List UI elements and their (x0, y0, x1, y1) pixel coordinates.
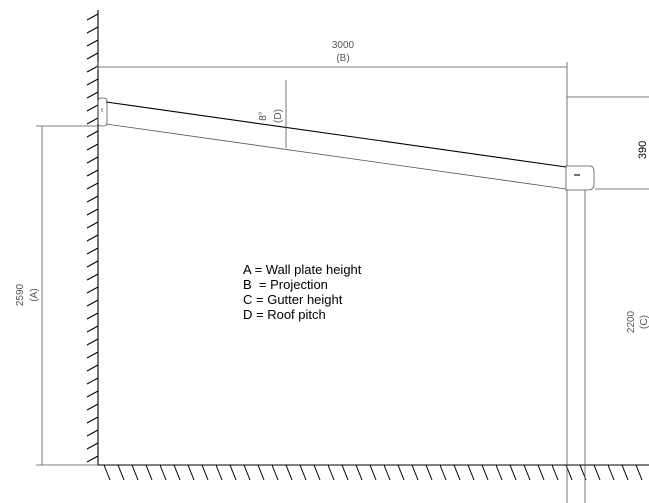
wall-hatch-mark (86, 39, 99, 47)
wall-hatch-mark (86, 390, 99, 398)
roof-top-edge (105, 101, 567, 168)
wall-hatch-mark (86, 221, 99, 229)
wall-hatch-mark (86, 169, 99, 177)
wall-hatch-mark (86, 377, 99, 385)
legend: A = Wall plate height B = Projection C =… (243, 262, 361, 322)
ground-hatch-mark (201, 464, 209, 481)
ground-hatching (103, 464, 643, 481)
ground-hatch-mark (131, 464, 139, 481)
legend-item-c: C = Gutter height (243, 292, 343, 307)
pitch-value: 8° (258, 111, 269, 121)
ground-hatch-mark (299, 464, 307, 481)
wall-hatch-mark (86, 364, 99, 372)
wall-plate (97, 97, 108, 127)
projection-letter: (B) (336, 53, 349, 64)
wall-hatch-mark (86, 403, 99, 411)
ground-hatch-mark (607, 464, 615, 481)
wall-hatch-mark (86, 78, 99, 86)
ground-hatch-mark (467, 464, 475, 481)
ground-hatch-mark (621, 464, 629, 481)
ground-hatch-mark (509, 464, 517, 481)
wall-hatch-mark (86, 442, 99, 450)
ground-hatch-mark (117, 464, 125, 481)
wall-height-value: 2590 (15, 283, 26, 306)
ground-hatch-mark (425, 464, 433, 481)
ground-hatch-mark (439, 464, 447, 481)
wall-hatch-mark (86, 91, 99, 99)
legend-item-b: B = Projection (243, 277, 328, 292)
wall-hatch-mark (86, 208, 99, 216)
ground-hatch-mark (523, 464, 531, 481)
ground-hatch-mark (103, 464, 111, 481)
ground-hatch-mark (453, 464, 461, 481)
ground-hatch-mark (145, 464, 153, 481)
wall-height-letter: (A) (29, 288, 40, 301)
ground-hatch-mark (537, 464, 545, 481)
ground-hatch-mark (411, 464, 419, 481)
wall-hatch-mark (86, 338, 99, 346)
ground-hatch-mark (327, 464, 335, 481)
pitch-letter: (D) (273, 109, 284, 123)
ground-hatch-mark (383, 464, 391, 481)
ground-hatch-mark (215, 464, 223, 481)
ground-hatch-mark (229, 464, 237, 481)
ground-hatch-mark (635, 464, 643, 481)
wall-hatch-mark (86, 325, 99, 333)
gutter (565, 165, 595, 191)
wall-hatch-mark (86, 286, 99, 294)
wall-hatch-mark (86, 130, 99, 138)
ground-hatch-mark (173, 464, 181, 481)
projection-value: 3000 (332, 40, 355, 51)
wall-hatch-mark (86, 312, 99, 320)
wall-hatch-mark (86, 260, 99, 268)
ground-hatch-mark (481, 464, 489, 481)
ground-hatch-mark (593, 464, 601, 481)
wall-hatch-mark (86, 416, 99, 424)
wall-hatch-mark (86, 65, 99, 73)
wall-hatch-mark (86, 455, 99, 463)
ground-hatch-mark (243, 464, 251, 481)
wall-hatch-mark (86, 429, 99, 437)
wall-hatch-mark (86, 234, 99, 242)
ground-hatch-mark (355, 464, 363, 481)
wall-hatching (86, 13, 99, 463)
gutter-height-value: 2200 (626, 310, 637, 333)
ground-hatch-mark (285, 464, 293, 481)
ground-hatch-mark (341, 464, 349, 481)
ground-hatch-mark (495, 464, 503, 481)
ground-hatch-mark (257, 464, 265, 481)
wall-hatch-mark (86, 52, 99, 60)
legend-item-d: D = Roof pitch (243, 307, 326, 322)
partial-value: 390 (637, 141, 649, 159)
wall-hatch-mark (86, 13, 99, 21)
legend-item-a: A = Wall plate height (243, 262, 362, 277)
ground-hatch-mark (271, 464, 279, 481)
gutter-height-letter: (C) (639, 315, 649, 329)
wall-hatch-mark (86, 299, 99, 307)
roof-bottom-edge (105, 123, 567, 190)
wall-hatch-mark (86, 143, 99, 151)
ground-hatch-mark (397, 464, 405, 481)
wall-hatch-mark (86, 351, 99, 359)
ground-hatch-mark (159, 464, 167, 481)
wall-hatch-mark (86, 117, 99, 125)
wall-hatch-mark (86, 273, 99, 281)
ground-hatch-mark (187, 464, 195, 481)
wall-hatch-mark (86, 104, 99, 112)
wall-hatch-mark (86, 182, 99, 190)
ground-hatch-mark (313, 464, 321, 481)
wall-hatch-mark (86, 195, 99, 203)
wall-hatch-mark (86, 247, 99, 255)
wall-hatch-mark (86, 26, 99, 34)
ground-hatch-mark (551, 464, 559, 481)
ground-hatch-mark (369, 464, 377, 481)
wall-hatch-mark (86, 156, 99, 164)
